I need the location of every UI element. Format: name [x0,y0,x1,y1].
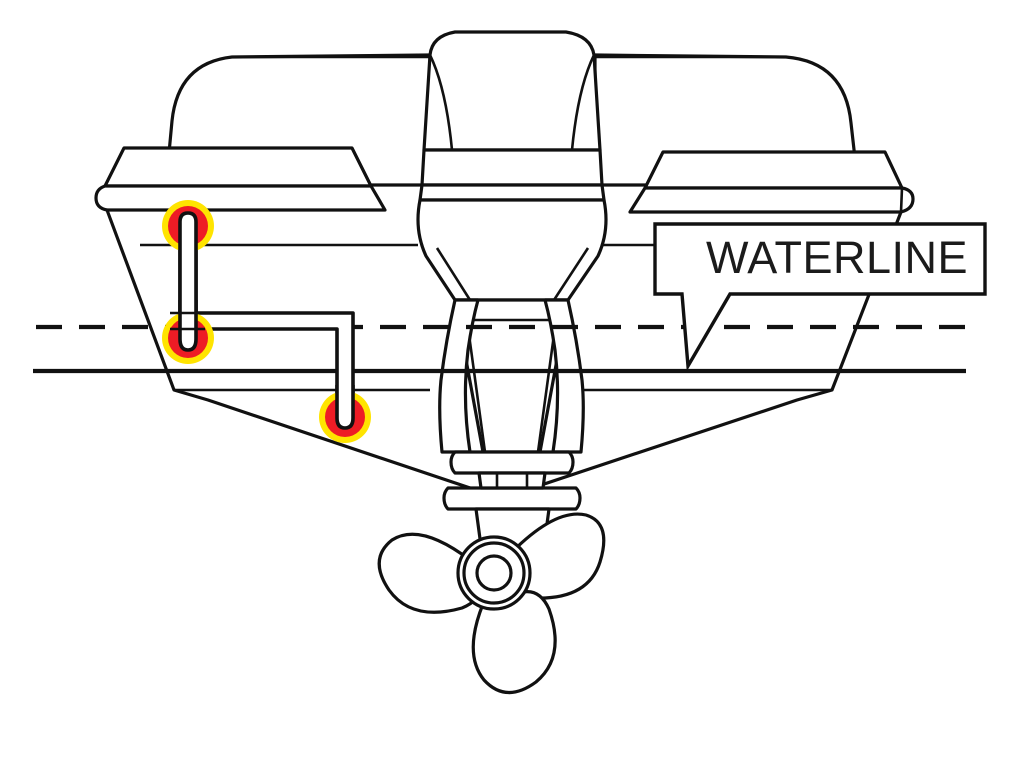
sterndrive-mid-section [416,198,608,302]
anti-ventilation-plate [442,450,582,511]
probe-tube-vertical-overlay-2 [178,300,198,352]
propeller [377,512,606,695]
sterndrive-upper-housing [418,30,606,202]
swim-platform-left [94,146,387,212]
waterline-callout [653,222,987,372]
probe-tube-lower-overlay [335,385,355,430]
sterndrive-leg [438,298,585,454]
swim-platform-right [628,150,915,214]
